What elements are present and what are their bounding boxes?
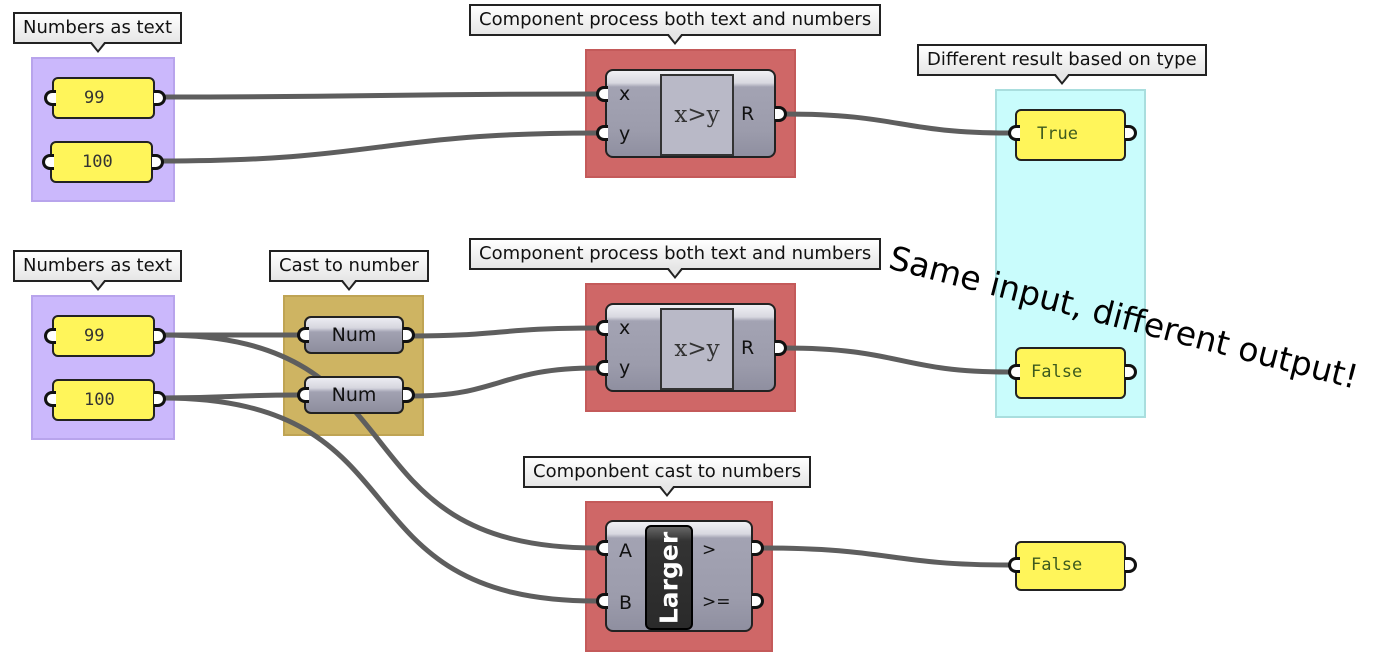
output-label-R: R	[741, 103, 755, 125]
wire-num1-to-x	[409, 325, 599, 339]
input-port[interactable]	[1008, 557, 1020, 573]
output-port-greater-equal[interactable]	[752, 593, 764, 609]
wire-top-99-to-x	[159, 91, 599, 100]
output-label-R: R	[741, 337, 755, 359]
output-label-greater: >	[702, 540, 717, 560]
input-port[interactable]	[44, 328, 56, 344]
group-label-bottom-text-inputs: Numbers as text	[13, 250, 183, 291]
output-label-greater-equal: >=	[702, 592, 731, 612]
expression-component-mid[interactable]: x y x>y R	[605, 303, 776, 392]
wire-top-100-to-y	[159, 130, 599, 164]
input-port-x[interactable]	[596, 320, 608, 336]
input-label-y: y	[619, 123, 631, 145]
input-port-y[interactable]	[596, 125, 608, 141]
panel-top-99[interactable]: 99	[52, 77, 155, 119]
input-port[interactable]	[1008, 125, 1020, 141]
input-port-x[interactable]	[596, 86, 608, 102]
input-port[interactable]	[1008, 364, 1020, 380]
input-label-x: x	[619, 83, 631, 105]
group-label-top-compare: Component process both text and numbers	[469, 4, 882, 45]
input-label-y: y	[619, 357, 631, 379]
wire-larger-to-false	[759, 545, 1011, 568]
input-label-A: A	[619, 540, 632, 562]
wire-mid-R-to-false	[781, 345, 1011, 375]
panel-top-100[interactable]: 100	[50, 141, 153, 183]
panel-result-true[interactable]: True	[1015, 109, 1126, 161]
group-label-cast: Cast to number	[269, 250, 429, 291]
wire-100-to-num2	[159, 392, 301, 401]
group-label-top-text-inputs: Numbers as text	[13, 12, 183, 53]
panel-result-false-bottom[interactable]: False	[1015, 541, 1126, 591]
input-port[interactable]	[297, 327, 309, 343]
output-port[interactable]	[1125, 364, 1137, 380]
panel-bottom-99[interactable]: 99	[52, 315, 155, 357]
group-label-larger: Componbent cast to numbers	[523, 456, 812, 497]
input-port[interactable]	[44, 391, 56, 407]
expression-display: x>y	[660, 74, 734, 156]
input-label-B: B	[619, 592, 633, 614]
panel-result-false-mid[interactable]: False	[1015, 347, 1126, 399]
input-label-x: x	[619, 317, 631, 339]
larger-title: Larger	[654, 531, 684, 624]
output-port[interactable]	[1125, 557, 1137, 573]
num-component-1[interactable]: Num	[304, 316, 404, 354]
input-port-B[interactable]	[596, 593, 608, 609]
input-port-A[interactable]	[596, 540, 608, 556]
panel-bottom-100[interactable]: 100	[52, 379, 155, 421]
output-port[interactable]	[1125, 125, 1137, 141]
wire-num2-to-y	[409, 365, 599, 399]
input-port-y[interactable]	[596, 360, 608, 376]
larger-component[interactable]: A B Larger > >=	[605, 520, 753, 632]
input-port[interactable]	[297, 387, 309, 403]
num-component-2[interactable]: Num	[304, 376, 404, 414]
wire-top-R-to-true	[781, 111, 1011, 136]
group-label-mid-compare: Component process both text and numbers	[469, 238, 882, 279]
expression-component-top[interactable]: x y x>y R	[605, 69, 776, 158]
group-label-results: Different result based on type	[917, 44, 1207, 85]
input-port[interactable]	[42, 154, 54, 170]
larger-name-plate: Larger	[645, 525, 693, 630]
input-port[interactable]	[44, 90, 56, 106]
expression-display: x>y	[660, 308, 734, 390]
